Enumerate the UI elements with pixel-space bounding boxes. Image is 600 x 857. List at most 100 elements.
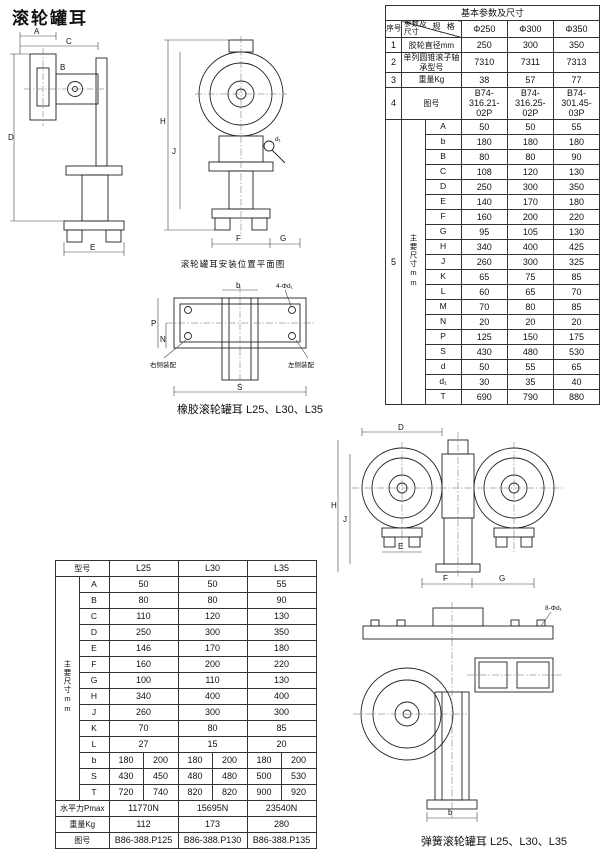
dim-value: 55: [246, 576, 317, 593]
dim-value: 30: [460, 373, 508, 390]
dim-value: 125: [460, 328, 508, 345]
model-header: 型号: [55, 560, 110, 577]
dim-value: 175: [552, 328, 600, 345]
dim-letter: F: [424, 208, 462, 225]
dim-letter: B: [424, 148, 462, 165]
dim-value: 425: [552, 238, 600, 255]
param-value: B74-316.21-02P: [460, 86, 508, 120]
rubber-roller-drawings: A C B D E: [8, 24, 338, 265]
spring-roller-front-area: D H J E F G: [322, 423, 597, 599]
dim-label-N: N: [160, 335, 166, 344]
dim-value: 150: [506, 328, 554, 345]
plan-view-area: b 4-Φd₁ P N S 右侧装配 左侧装配: [148, 280, 328, 403]
footer-value: 173: [177, 816, 248, 833]
footer-value: 15695N: [177, 800, 248, 817]
dim-value: 80: [177, 720, 248, 737]
dim-value: 500: [246, 768, 282, 785]
dim-letter: T: [424, 388, 462, 405]
dim-value: 180: [177, 752, 213, 769]
param-value: 77: [552, 71, 600, 88]
dim-label-J: J: [343, 515, 347, 524]
dim-letter: b: [424, 133, 462, 150]
corner-param-label: 参数及尺寸: [404, 20, 427, 37]
param-value: 7311: [506, 52, 554, 73]
param-value: 350: [552, 37, 600, 54]
dim-letter: H: [424, 238, 462, 255]
footer-value: 11770N: [108, 800, 179, 817]
dim-value: 110: [177, 672, 248, 689]
param-value: 7310: [460, 52, 508, 73]
dim-letter: b: [78, 752, 110, 769]
row-number: 3: [385, 71, 402, 88]
footer-value: B86-388.P135: [246, 832, 317, 849]
dim-value: 200: [142, 752, 179, 769]
dim-letter: E: [424, 193, 462, 210]
dim-value: 95: [460, 223, 508, 240]
dim-label-C: C: [66, 37, 72, 46]
param-value: 300: [506, 37, 554, 54]
footer-value: 112: [108, 816, 179, 833]
dim-value: 80: [108, 592, 179, 609]
spec-table-title: 基本参数及尺寸: [385, 5, 600, 21]
dim-letter: K: [78, 720, 110, 737]
dim-value: 340: [108, 688, 179, 705]
dim-value: 200: [506, 208, 554, 225]
corner-header-cell: 规 格参数及尺寸: [401, 19, 462, 39]
dim-letter: E: [78, 640, 110, 657]
plan-view-drawing: b 4-Φd₁ P N S 右侧装配 左侧装配: [150, 281, 315, 396]
spec-col-header: Φ300: [506, 19, 554, 39]
dim-value: 820: [211, 784, 248, 801]
dim-letter: F: [78, 656, 110, 673]
dim-value: 170: [506, 193, 554, 210]
param-value: B74-301.45-03P: [552, 86, 600, 120]
dim-value: 180: [108, 752, 144, 769]
dim-letter: d₁: [424, 373, 462, 390]
side-view-drawing: A C B D E: [8, 27, 125, 256]
dim-value: 340: [460, 238, 508, 255]
dim-value: 100: [108, 672, 179, 689]
dim-value: 60: [460, 283, 508, 300]
dim-value: 108: [460, 163, 508, 180]
dim-value: 325: [552, 253, 600, 270]
param-value: 7313: [552, 52, 600, 73]
dim-value: 480: [211, 768, 248, 785]
dim-value: 690: [460, 388, 508, 405]
dim-value: 430: [460, 343, 508, 360]
dim-value: 250: [108, 624, 179, 641]
dim-label-B: B: [60, 63, 65, 72]
right-assembly-note: 右侧装配: [150, 360, 177, 369]
dim-value: 120: [506, 163, 554, 180]
dim-value: 170: [177, 640, 248, 657]
dim-value: 50: [506, 118, 554, 135]
dim-value: 120: [177, 608, 248, 625]
param-value: 250: [460, 37, 508, 54]
dim-label-A: A: [34, 27, 40, 36]
dim-label-b: b: [236, 281, 241, 290]
dim-value: 130: [552, 223, 600, 240]
dim-value: 300: [506, 253, 554, 270]
dim-letter: L: [424, 283, 462, 300]
row-number: 4: [385, 86, 402, 120]
dim-value: 80: [460, 148, 508, 165]
dim-label-S: S: [237, 383, 242, 392]
model-name: L25: [108, 560, 179, 577]
dim-letter: G: [424, 223, 462, 240]
dim-value: 160: [108, 656, 179, 673]
dim-label-F: F: [443, 574, 448, 583]
param-label: 胶轮直径mm: [401, 37, 462, 54]
dim-value: 180: [552, 193, 600, 210]
dim-label-D: D: [8, 133, 14, 142]
dim-value: 250: [460, 178, 508, 195]
dim-value: 430: [108, 768, 144, 785]
main-dims-label: 主要尺寸mm: [401, 118, 426, 405]
dim-label-G: G: [280, 234, 286, 243]
dim-value: 180: [506, 133, 554, 150]
spring-roller-section-drawing: b 8-Φd₁: [353, 602, 563, 822]
dim-value: 15: [177, 736, 248, 753]
dim-value: 110: [108, 608, 179, 625]
param-label: 重量Kg: [401, 71, 462, 88]
dim-value: 740: [142, 784, 179, 801]
dim-value: 75: [506, 268, 554, 285]
